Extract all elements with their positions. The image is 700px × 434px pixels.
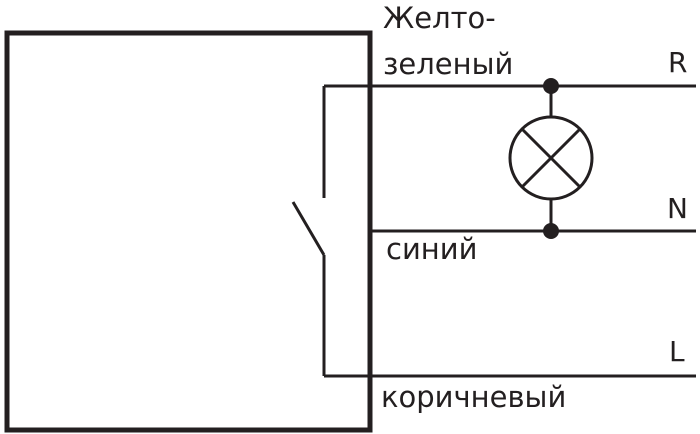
device-housing <box>4 30 373 433</box>
lamp-icon <box>508 115 594 201</box>
label-yellow-green-line2: зеленый <box>383 47 513 81</box>
label-brown: коричневый <box>381 380 566 414</box>
terminal-label-l: L <box>669 335 685 368</box>
label-yellow-green-line1: Желто- <box>383 1 496 35</box>
terminal-label-r: R <box>668 46 687 79</box>
label-blue: синий <box>386 232 477 266</box>
junction-node-r <box>543 78 559 94</box>
junction-node-n <box>543 223 559 239</box>
terminal-label-n: N <box>667 192 688 225</box>
switch-contact-blade <box>291 201 326 256</box>
